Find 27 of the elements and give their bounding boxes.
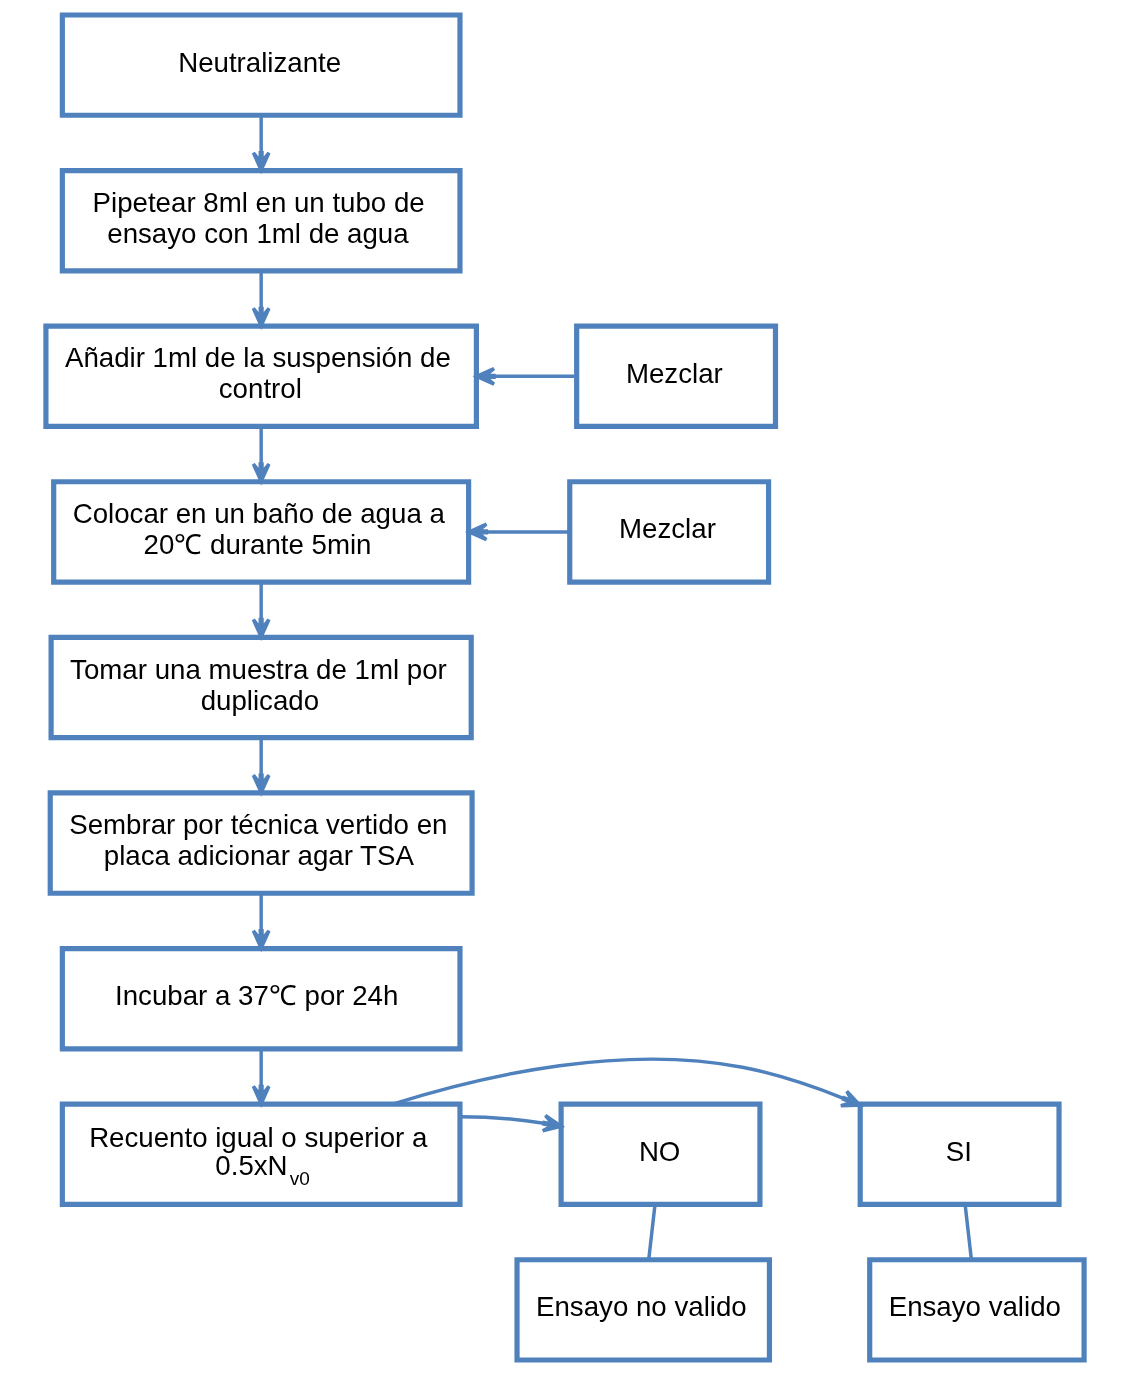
arrow — [391, 1057, 862, 1108]
arrow — [251, 115, 271, 172]
arrow — [459, 1113, 563, 1133]
arrow — [251, 427, 271, 483]
node-box: Ensayo no valido — [513, 1257, 772, 1363]
arrow — [251, 738, 271, 795]
node-box: SI — [857, 1101, 1062, 1207]
arrow — [474, 366, 576, 386]
node-box: Pipetear 8ml en un tubo de ensayo con 1ml de agua — [59, 168, 463, 274]
arrow — [251, 893, 271, 950]
node-box: Mezclar — [573, 323, 778, 430]
connector — [646, 1204, 657, 1260]
node-box: Añadir 1ml de la suspensión de control — [42, 323, 479, 430]
node-box: Mezclar — [566, 479, 771, 585]
connector — [962, 1204, 973, 1260]
arrow — [251, 1049, 271, 1106]
node-box: Neutralizante — [59, 12, 463, 118]
arrow — [466, 522, 569, 542]
node-box: Recuento igual o superior a 0.5xN$_{v0}$ — [59, 1101, 463, 1207]
node-box: Incubar a 37℃ por 24h — [59, 945, 463, 1052]
node-box: Sembrar por técnica vertido en placa adicionar agar TSA — [47, 790, 475, 896]
node-box: Ensayo valido — [866, 1257, 1087, 1363]
node-box: NO — [558, 1101, 763, 1207]
arrow — [251, 271, 271, 328]
node-box: Colocar en un baño de agua a 20℃ durante 5min — [50, 479, 471, 585]
node-box: Tomar una muestra de 1ml por duplicado — [48, 634, 474, 741]
arrow — [251, 582, 271, 639]
